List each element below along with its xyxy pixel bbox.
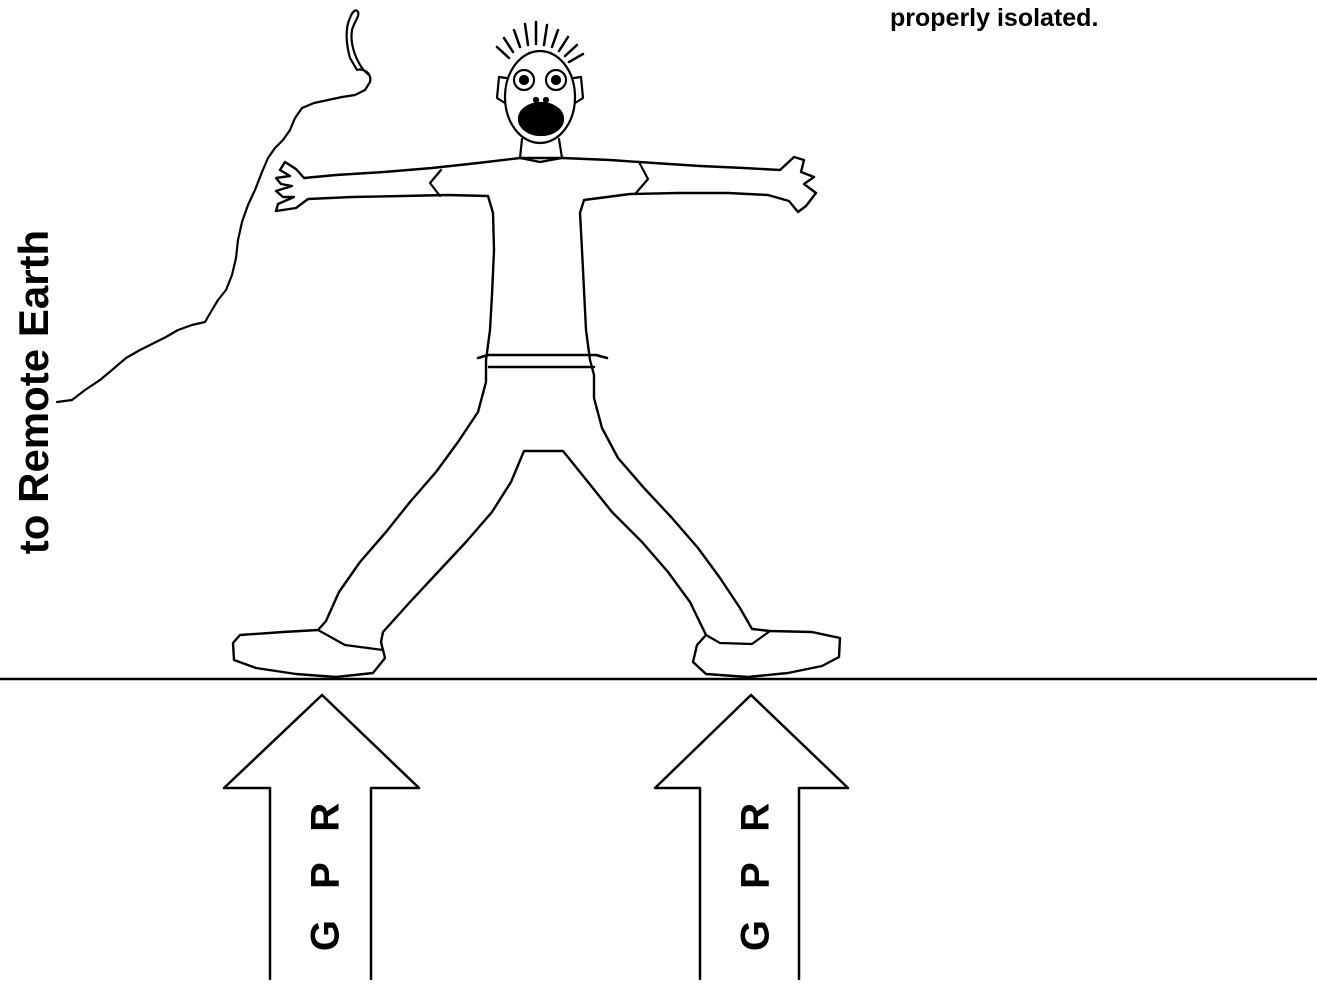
left-sleeve-seam — [430, 170, 441, 196]
eyes — [514, 70, 566, 90]
gpr-label-left: G P R — [304, 793, 349, 951]
wire-hook — [347, 10, 371, 82]
screaming-mouth — [519, 103, 563, 135]
left-shoe-crease — [318, 630, 383, 650]
belt — [478, 355, 607, 367]
body-outline — [233, 157, 840, 677]
gpr-label-right: G P R — [734, 793, 779, 951]
caption-text: properly isolated. — [890, 4, 1098, 33]
neck — [520, 139, 562, 158]
ground-wire — [57, 82, 370, 402]
nostril — [544, 98, 548, 102]
hair — [497, 22, 583, 62]
remote-earth-label: to Remote Earth — [10, 230, 58, 554]
right-sleeve-seam — [636, 162, 648, 193]
right-shoe-crease — [706, 631, 770, 644]
nostril — [534, 98, 538, 102]
